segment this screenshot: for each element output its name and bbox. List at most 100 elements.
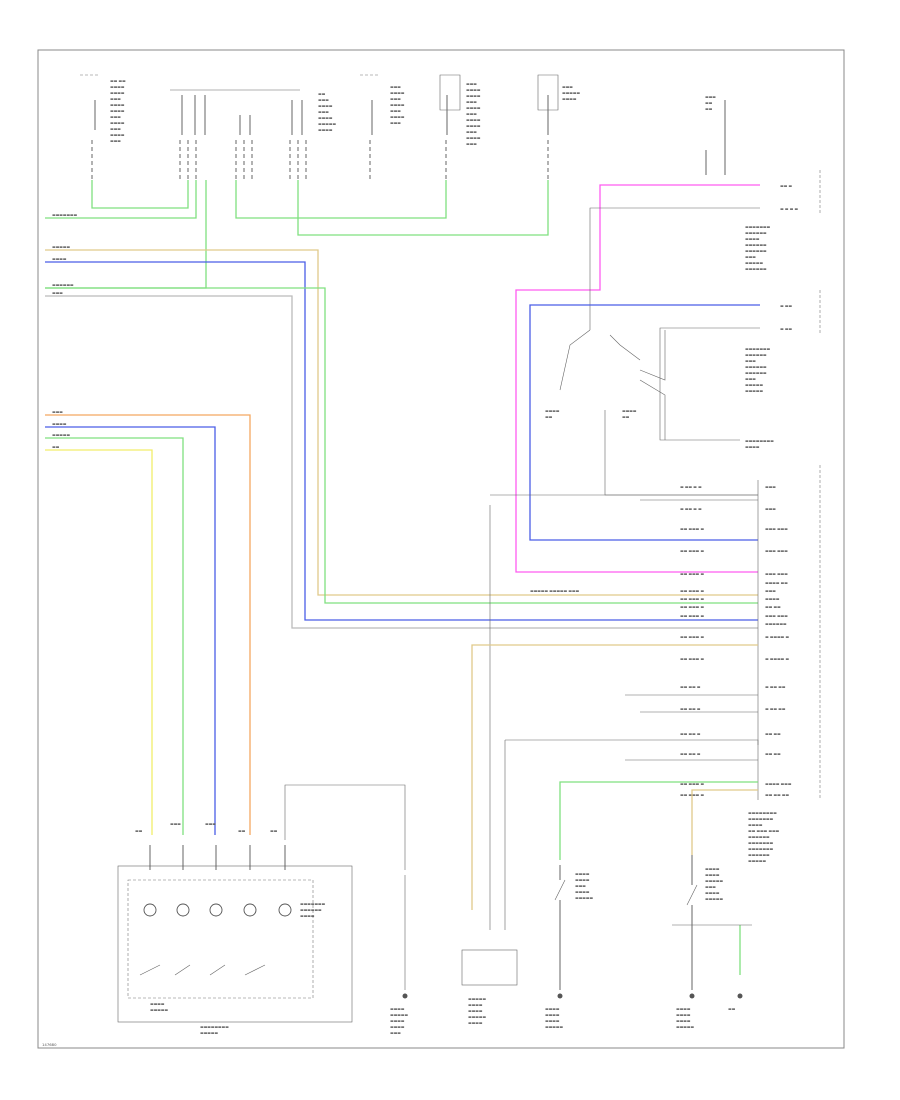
svg-text:▬▬▬▬: ▬▬▬▬: [562, 96, 577, 101]
tan-sensor-wire: [471, 644, 758, 975]
svg-text:▬▬▬ ▬▬▬: ▬▬▬ ▬▬▬: [765, 571, 788, 576]
svg-text:▬▬▬▬: ▬▬▬▬: [466, 87, 481, 92]
svg-text:▬▬▬▬▬▬: ▬▬▬▬▬▬: [745, 266, 767, 271]
svg-text:▬▬▬: ▬▬▬: [170, 821, 181, 826]
svg-text:▬▬▬▬▬▬: ▬▬▬▬▬▬: [745, 352, 767, 357]
svg-text:▬▬▬: ▬▬▬: [466, 99, 477, 104]
svg-text:▬▬ ▬▬ ▬▬: ▬▬ ▬▬ ▬▬: [765, 792, 789, 797]
svg-text:▬▬▬: ▬▬▬: [110, 138, 121, 143]
svg-text:▬▬▬: ▬▬▬: [466, 111, 477, 116]
svg-text:▬▬▬: ▬▬▬: [705, 884, 716, 889]
svg-text:▬▬▬▬: ▬▬▬▬: [765, 596, 780, 601]
svg-text:▬▬▬▬▬: ▬▬▬▬▬: [745, 382, 763, 387]
svg-text:▬▬▬▬▬▬: ▬▬▬▬▬▬: [52, 282, 74, 287]
svg-text:▬ ▬▬: ▬ ▬▬: [780, 326, 792, 331]
svg-text:▬▬▬▬▬: ▬▬▬▬▬: [705, 896, 723, 901]
svg-text:▬▬▬▬▬: ▬▬▬▬▬: [575, 895, 593, 900]
svg-text:▬▬ ▬▬ ▬: ▬▬ ▬▬ ▬: [680, 684, 701, 689]
svg-text:▬▬ ▬▬▬ ▬: ▬▬ ▬▬▬ ▬: [680, 596, 704, 601]
svg-text:▬▬▬▬: ▬▬▬▬: [150, 1001, 165, 1006]
svg-text:▬▬▬▬▬: ▬▬▬▬▬: [200, 1030, 218, 1035]
svg-text:▬▬▬: ▬▬▬: [745, 358, 756, 363]
svg-text:▬▬▬▬: ▬▬▬▬: [110, 90, 125, 95]
svg-text:▬▬▬▬: ▬▬▬▬: [110, 102, 125, 107]
svg-text:▬▬▬▬ ▬▬▬: ▬▬▬▬ ▬▬▬: [765, 781, 792, 786]
svg-text:▬ ▬▬ ▬▬: ▬ ▬▬ ▬▬: [765, 706, 786, 711]
svg-text:▬▬ ▬▬▬ ▬: ▬▬ ▬▬▬ ▬: [680, 588, 704, 593]
svg-text:▬▬: ▬▬: [728, 1006, 736, 1011]
steering-wheel-controls: ▬▬▬▬▬▬▬▬▬▬▬▬ ▬▬▬▬▬▬▬▬▬▬▬▬▬▬▬▬▬ ▬▬▬▬▬▬▬▬▬…: [117, 784, 406, 1035]
svg-text:▬▬▬: ▬▬▬: [110, 96, 121, 101]
svg-text:▬▬▬▬ ▬▬: ▬▬▬▬ ▬▬: [765, 580, 788, 585]
svg-text:▬▬▬: ▬▬▬: [745, 254, 756, 259]
svg-text:▬▬▬ ▬▬▬: ▬▬▬ ▬▬▬: [765, 548, 788, 553]
svg-text:▬▬▬ ▬▬▬: ▬▬▬ ▬▬▬: [765, 613, 788, 618]
svg-text:▬▬ ▬▬ ▬: ▬▬ ▬▬ ▬: [680, 706, 701, 711]
svg-text:▬▬▬: ▬▬▬: [466, 141, 477, 146]
footer-code: 147680: [42, 1042, 57, 1047]
svg-text:▬▬▬▬▬▬: ▬▬▬▬▬▬: [748, 852, 770, 857]
svg-text:▬▬▬: ▬▬▬: [705, 94, 716, 99]
svg-text:▬▬▬▬▬▬: ▬▬▬▬▬▬: [765, 621, 787, 626]
svg-text:▬▬▬▬▬▬▬▬: ▬▬▬▬▬▬▬▬: [748, 810, 777, 815]
svg-text:▬▬: ▬▬: [622, 414, 630, 419]
svg-text:▬▬▬▬: ▬▬▬▬: [545, 1012, 560, 1017]
svg-text:▬▬▬▬: ▬▬▬▬: [468, 1008, 483, 1013]
svg-text:▬▬▬▬: ▬▬▬▬: [676, 1018, 691, 1023]
svg-text:▬▬▬: ▬▬▬: [390, 120, 401, 125]
svg-text:▬ ▬▬▬▬ ▬: ▬ ▬▬▬▬ ▬: [765, 656, 789, 661]
svg-text:▬▬▬▬▬: ▬▬▬▬▬: [676, 1024, 694, 1029]
svg-text:▬ ▬▬▬▬ ▬: ▬ ▬▬▬▬ ▬: [765, 634, 789, 639]
svg-text:▬▬ ▬▬▬ ▬: ▬▬ ▬▬▬ ▬: [680, 548, 704, 553]
pin-connector-list: ▬ ▬▬ ▬ ▬▬▬▬ ▬ ▬▬ ▬ ▬▬▬▬ ▬▬ ▬▬▬ ▬▬▬▬ ▬▬▬ …: [489, 480, 792, 930]
svg-text:▬▬▬▬: ▬▬▬▬: [676, 1006, 691, 1011]
svg-text:▬▬▬▬▬▬: ▬▬▬▬▬▬: [745, 242, 767, 247]
svg-text:▬▬▬▬: ▬▬▬▬: [390, 1018, 405, 1023]
svg-text:▬▬ ▬▬▬ ▬: ▬▬ ▬▬▬ ▬: [680, 604, 704, 609]
svg-text:▬▬▬▬: ▬▬▬▬: [110, 132, 125, 137]
svg-text:▬▬▬▬: ▬▬▬▬: [466, 135, 481, 140]
svg-text:▬▬▬▬▬▬: ▬▬▬▬▬▬: [300, 907, 322, 912]
svg-text:▬▬: ▬▬: [238, 828, 246, 833]
svg-text:▬ ▬▬ ▬▬: ▬ ▬▬ ▬▬: [765, 684, 786, 689]
svg-text:▬▬▬▬: ▬▬▬▬: [575, 871, 590, 876]
svg-text:▬ ▬▬: ▬ ▬▬: [780, 303, 792, 308]
svg-text:▬▬▬▬▬: ▬▬▬▬▬: [318, 121, 336, 126]
svg-text:▬▬ ▬▬ ▬: ▬▬ ▬▬ ▬: [680, 751, 701, 756]
svg-text:▬▬▬: ▬▬▬: [390, 84, 401, 89]
svg-text:▬▬: ▬▬: [545, 414, 553, 419]
svg-text:▬▬▬▬▬: ▬▬▬▬▬: [390, 1012, 408, 1017]
svg-text:▬▬▬: ▬▬▬: [390, 96, 401, 101]
svg-text:▬▬▬: ▬▬▬: [765, 506, 776, 511]
svg-text:▬▬▬▬: ▬▬▬▬: [705, 866, 720, 871]
steering-wires: ▬▬▬▬▬▬▬▬▬▬▬▬▬▬: [45, 409, 251, 835]
svg-text:▬▬ ▬▬▬ ▬: ▬▬ ▬▬▬ ▬: [680, 613, 704, 618]
svg-text:▬▬▬▬: ▬▬▬▬: [318, 127, 333, 132]
svg-text:▬▬ ▬▬▬ ▬: ▬▬ ▬▬▬ ▬: [680, 781, 704, 786]
svg-text:▬▬▬▬▬▬▬: ▬▬▬▬▬▬▬: [748, 840, 774, 845]
svg-text:▬▬▬: ▬▬▬: [110, 114, 121, 119]
svg-text:▬▬▬▬▬: ▬▬▬▬▬: [468, 1014, 486, 1019]
svg-text:▬▬▬▬: ▬▬▬▬: [468, 1002, 483, 1007]
diagram-border: [37, 49, 845, 1049]
svg-text:▬▬▬: ▬▬▬: [390, 1030, 401, 1035]
svg-text:▬▬▬▬: ▬▬▬▬: [390, 1024, 405, 1029]
left-harness-wires: ▬▬▬▬▬▬▬ ▬▬▬▬▬▬▬▬▬ ▬▬▬▬▬▬▬▬▬: [45, 212, 758, 629]
svg-text:▬▬▬▬▬▬▬: ▬▬▬▬▬▬▬: [745, 224, 771, 229]
svg-text:▬▬▬▬: ▬▬▬▬: [466, 117, 481, 122]
svg-text:▬▬▬▬▬: ▬▬▬▬▬: [745, 260, 763, 265]
svg-text:▬▬▬▬▬: ▬▬▬▬▬: [705, 878, 723, 883]
svg-text:▬▬ ▬▬ ▬: ▬▬ ▬▬ ▬: [680, 731, 701, 736]
svg-text:▬▬: ▬▬: [52, 444, 60, 449]
svg-text:▬▬▬▬▬▬▬: ▬▬▬▬▬▬▬: [748, 846, 774, 851]
top-switch-group: ▬▬ ▬▬▬▬▬▬▬▬▬▬▬▬▬▬▬▬▬▬▬▬▬▬▬▬▬▬▬▬▬▬▬▬▬▬▬▬▬…: [80, 74, 580, 180]
svg-text:▬▬▬: ▬▬▬: [52, 290, 63, 295]
svg-text:▬▬▬▬: ▬▬▬▬: [545, 1006, 560, 1011]
svg-text:▬▬▬ ▬▬▬: ▬▬▬ ▬▬▬: [765, 526, 788, 531]
svg-text:▬▬▬▬: ▬▬▬▬: [745, 236, 760, 241]
svg-text:▬▬▬▬▬▬: ▬▬▬▬▬▬: [745, 370, 767, 375]
svg-text:▬▬▬▬: ▬▬▬▬: [52, 421, 67, 426]
svg-text:▬▬ ▬▬▬ ▬: ▬▬ ▬▬▬ ▬: [680, 634, 704, 639]
svg-text:▬ ▬▬ ▬ ▬: ▬ ▬▬ ▬ ▬: [680, 506, 702, 511]
svg-text:▬▬▬▬: ▬▬▬▬: [52, 256, 67, 261]
